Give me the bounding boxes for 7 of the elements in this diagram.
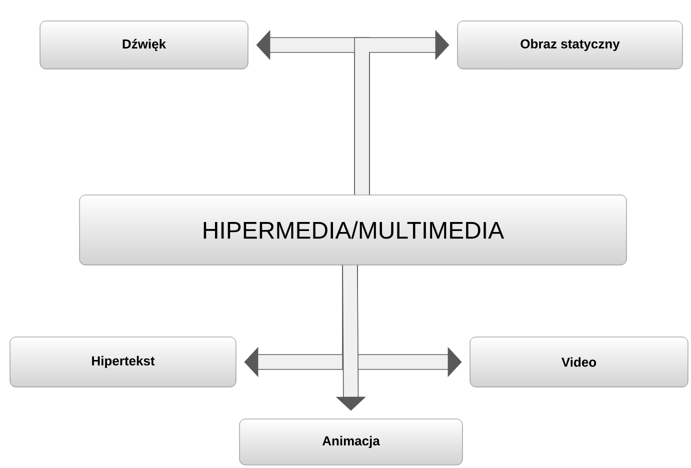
process-box: Video <box>470 336 688 388</box>
process-box: Obraz statyczny <box>457 20 683 70</box>
process-box: HIPERMEDIA/MULTIMEDIA <box>79 194 627 266</box>
process-box: Dźwięk <box>40 20 248 70</box>
process-box: Hipertekst <box>10 336 236 388</box>
process-box: Animacja <box>239 418 463 466</box>
block-arrow <box>354 30 450 195</box>
